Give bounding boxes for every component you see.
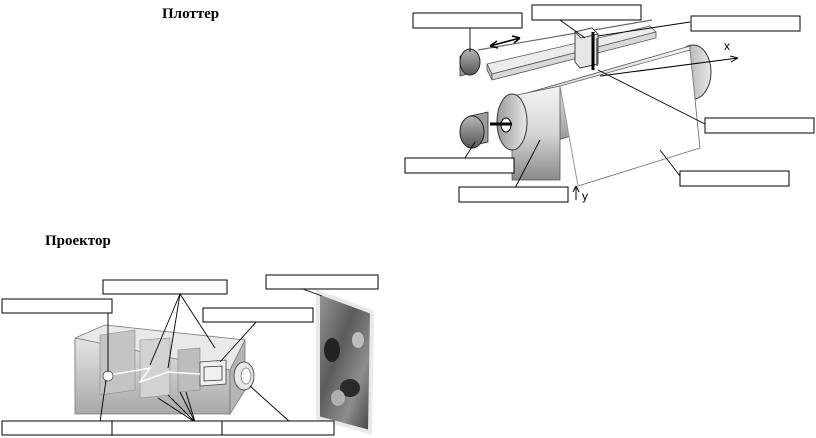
projector-label-box-matrix[interactable] [202, 307, 314, 323]
plotter-label-box-guide[interactable] [690, 15, 801, 32]
projector-screen [316, 289, 375, 435]
plotter-x-axis: x [599, 39, 739, 77]
plotter-label-box-drum-motor[interactable] [404, 157, 515, 174]
plotter-figure: x y [404, 4, 815, 203]
plotter-title: Плоттер [162, 6, 220, 22]
plotter-carriage-direction-arrow [489, 35, 521, 49]
plotter-x-label: x [724, 39, 730, 53]
projector-figure [1, 274, 379, 436]
projector-label-box-lamp[interactable] [1, 298, 113, 314]
plotter-y-label: y [582, 189, 588, 203]
plotter-label-box-drum[interactable] [458, 186, 569, 203]
projector-label-box-screen[interactable] [265, 274, 379, 290]
projector-label-box-mirrors[interactable] [102, 279, 228, 295]
plotter-label-boxes [404, 4, 815, 203]
plotter-carriage [574, 27, 599, 70]
projector-label-box-reflector[interactable] [1, 420, 113, 436]
plotter-carriage-motor [459, 48, 481, 77]
projector-label-box-prisms[interactable] [111, 420, 223, 436]
plotter-drum-motor [459, 111, 489, 149]
projector-title: Проектор [45, 233, 111, 249]
plotter-label-box-paper[interactable] [679, 170, 790, 187]
plotter-label-box-carriage[interactable] [531, 4, 642, 21]
projector-label-box-objective[interactable] [221, 420, 335, 436]
plotter-label-box-pen[interactable] [704, 117, 815, 134]
projector-leader-lines [99, 287, 323, 423]
plotter-y-axis: y [572, 185, 588, 203]
projector-body [74, 324, 246, 416]
plotter-label-box-carriage-motor[interactable] [412, 12, 523, 29]
plotter-paper [559, 49, 701, 187]
projector-lens [233, 361, 255, 391]
projector-label-boxes [1, 274, 379, 436]
plotter-leader-lines [464, 19, 706, 189]
